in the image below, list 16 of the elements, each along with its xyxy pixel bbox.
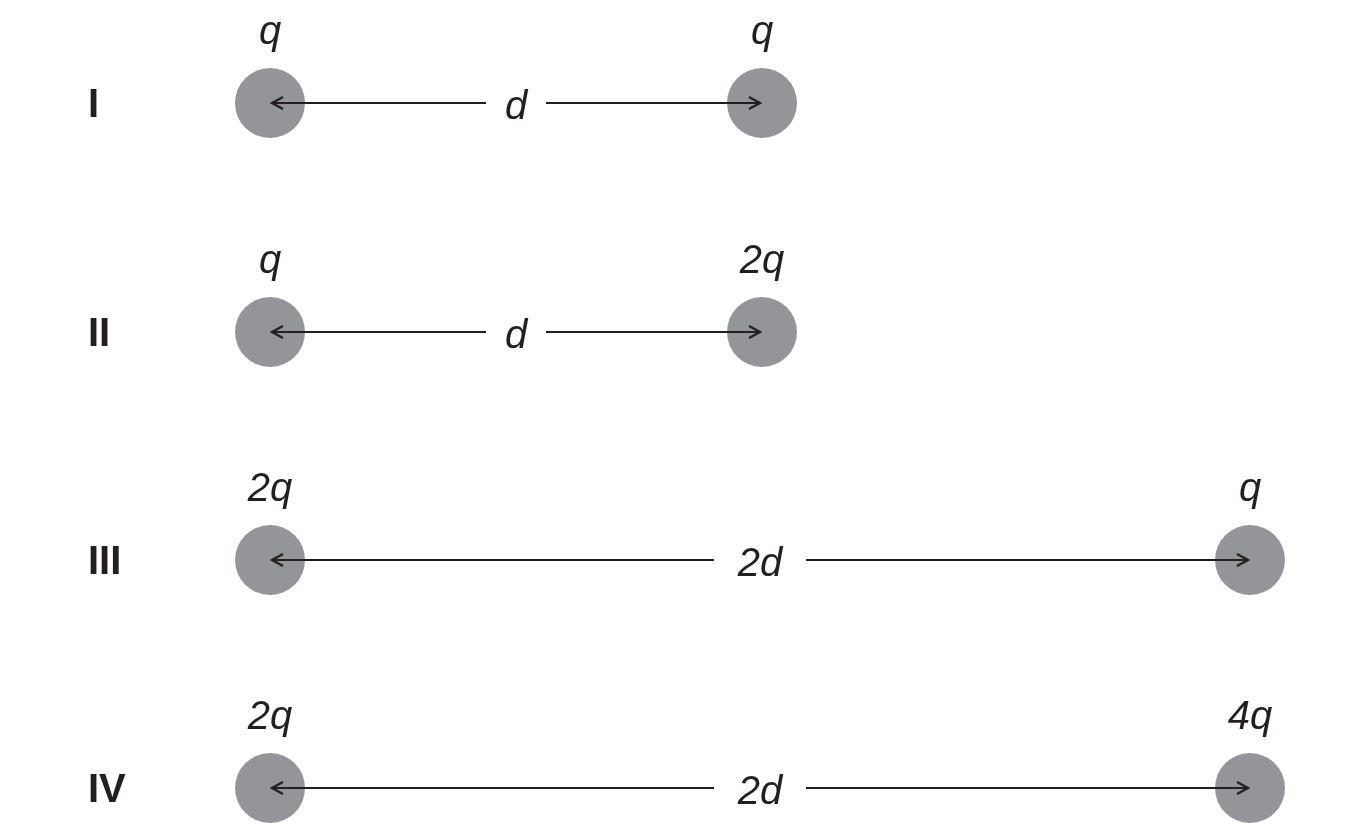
charge-label: 2q bbox=[738, 236, 786, 283]
charge-label: 2q bbox=[246, 692, 294, 739]
distance-label: 2d bbox=[736, 539, 785, 586]
distance-label: d bbox=[503, 311, 530, 358]
charge-label: 2q bbox=[246, 464, 294, 511]
row-numeral: III bbox=[88, 537, 122, 584]
distance-label: d bbox=[503, 82, 530, 129]
row-numeral: IV bbox=[88, 765, 126, 812]
charge-label: 4q bbox=[1226, 692, 1274, 739]
charge-label: q bbox=[749, 7, 775, 54]
charge-label: q bbox=[1237, 464, 1263, 511]
charge-label: q bbox=[257, 7, 283, 54]
row-numeral: II bbox=[88, 309, 111, 356]
distance-label: 2d bbox=[736, 767, 785, 814]
row-numeral: I bbox=[88, 80, 100, 127]
charge-label: q bbox=[257, 236, 283, 283]
